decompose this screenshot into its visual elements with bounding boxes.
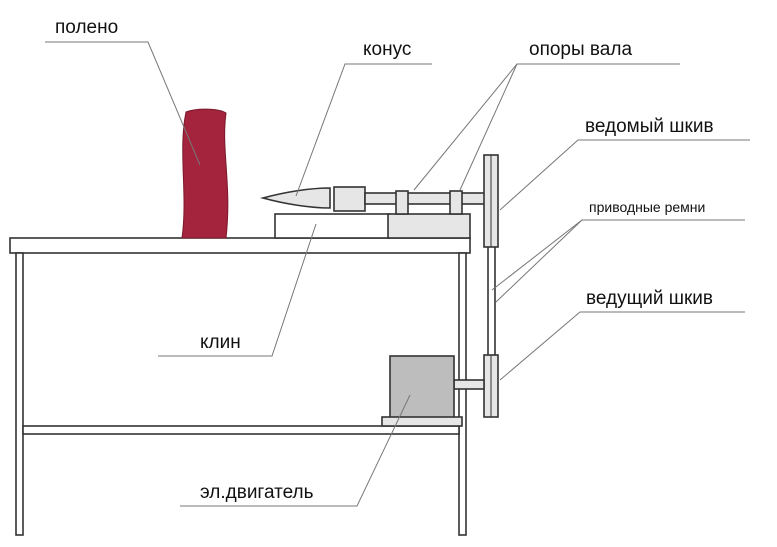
label-shaft-supports: опоры вала (529, 39, 632, 60)
label-cone: конус (363, 39, 411, 60)
table-top (9, 237, 471, 254)
shaft-support-left (395, 190, 409, 215)
leader-lines (45, 41, 750, 507)
label-drive-belts: приводные ремни (589, 199, 705, 215)
log (181, 108, 229, 239)
label-motor: эл.двигатель (200, 482, 314, 503)
shaft-support-right (449, 190, 463, 215)
label-drive-pulley: ведущий шкив (586, 288, 713, 309)
table-shelf (22, 425, 460, 435)
motor-mount (381, 416, 463, 427)
motor (389, 355, 455, 419)
label-wedge: клин (200, 332, 241, 353)
shaft (364, 192, 488, 205)
wedge (274, 213, 391, 239)
shaft-coupling (333, 186, 366, 212)
cone (259, 187, 331, 209)
table (9, 237, 471, 536)
table-leg-right (458, 252, 467, 536)
motor-shaft (453, 379, 485, 390)
label-driven-pulley: ведомый шкив (585, 116, 714, 137)
table-leg-left (15, 252, 24, 536)
label-log: полено (55, 17, 118, 38)
bearing-base (387, 213, 471, 239)
